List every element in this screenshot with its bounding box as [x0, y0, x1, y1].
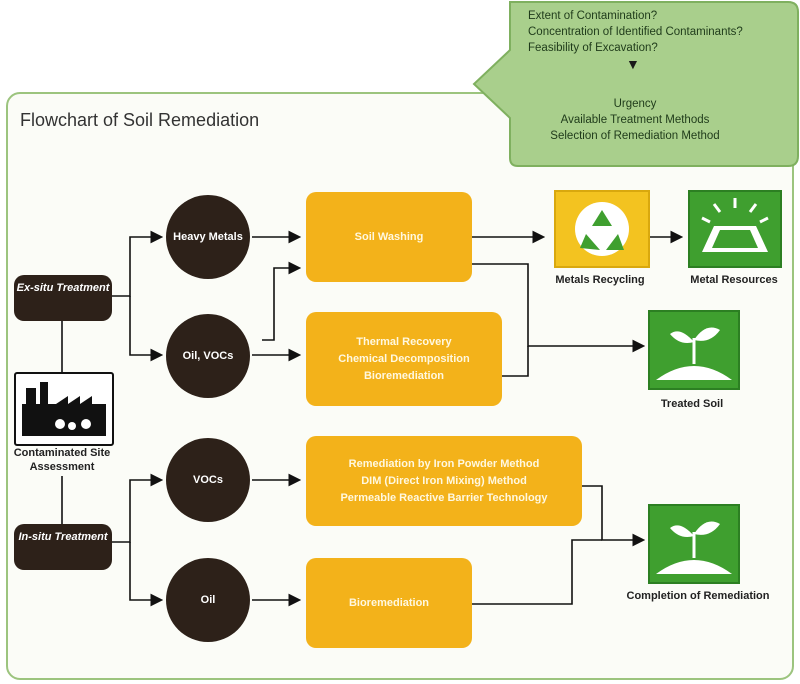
thermal-chemical-bio-box: Thermal Recovery Chemical Decomposition … — [306, 312, 502, 406]
oil-vocs-node: Oil, VOCs — [166, 314, 250, 398]
bioremediation-box: Bioremediation — [306, 558, 472, 648]
factory-icon — [14, 372, 114, 446]
completion-sprout-icon — [648, 504, 740, 584]
question-concentration: Concentration of Identified Contaminants… — [528, 26, 743, 38]
heavy-metals-node: Heavy Metals — [166, 195, 250, 279]
selection-criteria: Urgency Available Treatment Methods Sele… — [550, 96, 720, 144]
method-chemical-decomposition: Chemical Decomposition — [338, 352, 470, 365]
criteria-selection: Selection of Remediation Method — [550, 130, 720, 142]
metal-resources-label: Metal Resources — [690, 274, 778, 286]
metals-recycling-label: Metals Recycling — [555, 274, 645, 286]
method-prb: Permeable Reactive Barrier Technology — [340, 491, 548, 504]
completion-label: Completion of Remediation — [626, 590, 770, 602]
method-bioremediation: Bioremediation — [363, 369, 445, 382]
diagram-title: Flowchart of Soil Remediation — [20, 110, 260, 130]
in-situ-treatment: In-situ Treatment — [14, 524, 112, 570]
assessment-questions: Extent of Contamination? Concentration o… — [528, 8, 798, 56]
criteria-methods: Available Treatment Methods — [560, 114, 710, 126]
in-situ-methods-box: Remediation by Iron Powder Method DIM (D… — [306, 436, 582, 526]
soil-washing-box: Soil Washing — [306, 192, 472, 282]
recycle-icon — [554, 190, 650, 268]
banner-shape — [472, 1, 799, 167]
question-extent: Extent of Contamination? — [528, 10, 658, 22]
method-thermal-recovery: Thermal Recovery — [356, 335, 452, 348]
criteria-urgency: Urgency — [613, 98, 657, 110]
site-assessment-label: Contaminated Site Assessment — [13, 447, 111, 473]
oil-node: Oil — [166, 558, 250, 642]
method-iron-powder: Remediation by Iron Powder Method — [348, 457, 540, 470]
down-triangle-icon: ▼ — [626, 56, 640, 72]
treated-soil-label: Treated Soil — [660, 398, 724, 410]
metal-ingot-icon — [688, 190, 782, 268]
sprout-icon — [648, 310, 740, 390]
method-dim: DIM (Direct Iron Mixing) Method — [361, 474, 527, 487]
ex-situ-treatment: Ex-situ Treatment — [14, 275, 112, 321]
assessment-banner: Extent of Contamination? Concentration o… — [470, 0, 800, 168]
question-feasibility: Feasibility of Excavation? — [528, 42, 658, 54]
vocs-node: VOCs — [166, 438, 250, 522]
